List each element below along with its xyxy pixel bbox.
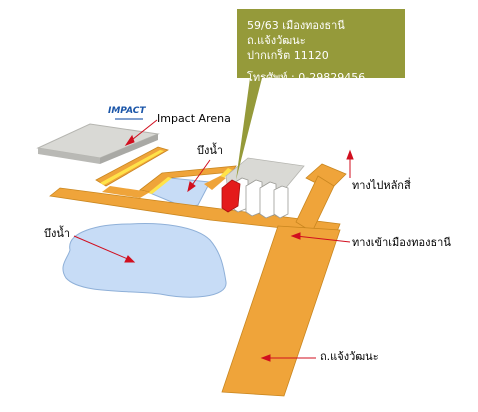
entrance-road <box>49 187 341 235</box>
callout-pointer <box>236 78 262 180</box>
address-line-1: 59/63 เมืองทองธานี ถ.แจ้งวัฒนะ <box>247 19 345 48</box>
large-pond <box>62 223 227 298</box>
label-to-muangthong: ทางเข้าเมืองทองธานี <box>352 236 451 249</box>
road-connector-left <box>102 186 150 198</box>
address-line-2: ปากเกร็ต 11120 <box>247 49 329 63</box>
arrow-pond-large <box>73 235 131 261</box>
impact-logo-text: IMPACT <box>108 106 146 116</box>
label-to-laksi: ทางไปหลักสี่ <box>352 179 411 192</box>
road-connector-right <box>204 176 226 190</box>
address-callout: 59/63 เมืองทองธานี ถ.แจ้งวัฒนะ ปากเกร็ต … <box>237 9 405 84</box>
label-chaengwattana: ถ.แจ้งวัฒนะ <box>320 350 379 363</box>
chaengwattana-road <box>221 225 341 397</box>
arrow-entrance <box>295 235 351 243</box>
arrow-pond-small <box>189 159 211 189</box>
label-small-pond: บึงน้ำ <box>197 144 224 157</box>
phone-number: โทรศัพท์ : 0-29829456 <box>247 70 366 84</box>
label-impact-arena: Impact Arena <box>157 112 231 125</box>
impact-arena-building-front <box>100 134 158 164</box>
road-edge-stripe <box>100 150 164 185</box>
location-marker <box>221 179 241 213</box>
road-edge-stripe-2 <box>148 177 172 194</box>
annotation-arrows <box>73 119 354 362</box>
impact-logo-tagline-bar <box>115 118 143 120</box>
label-large-pond: บึงน้ำ <box>44 227 71 240</box>
impact-arena-building-side <box>38 148 100 164</box>
impact-logo: IMPACT <box>108 107 148 122</box>
